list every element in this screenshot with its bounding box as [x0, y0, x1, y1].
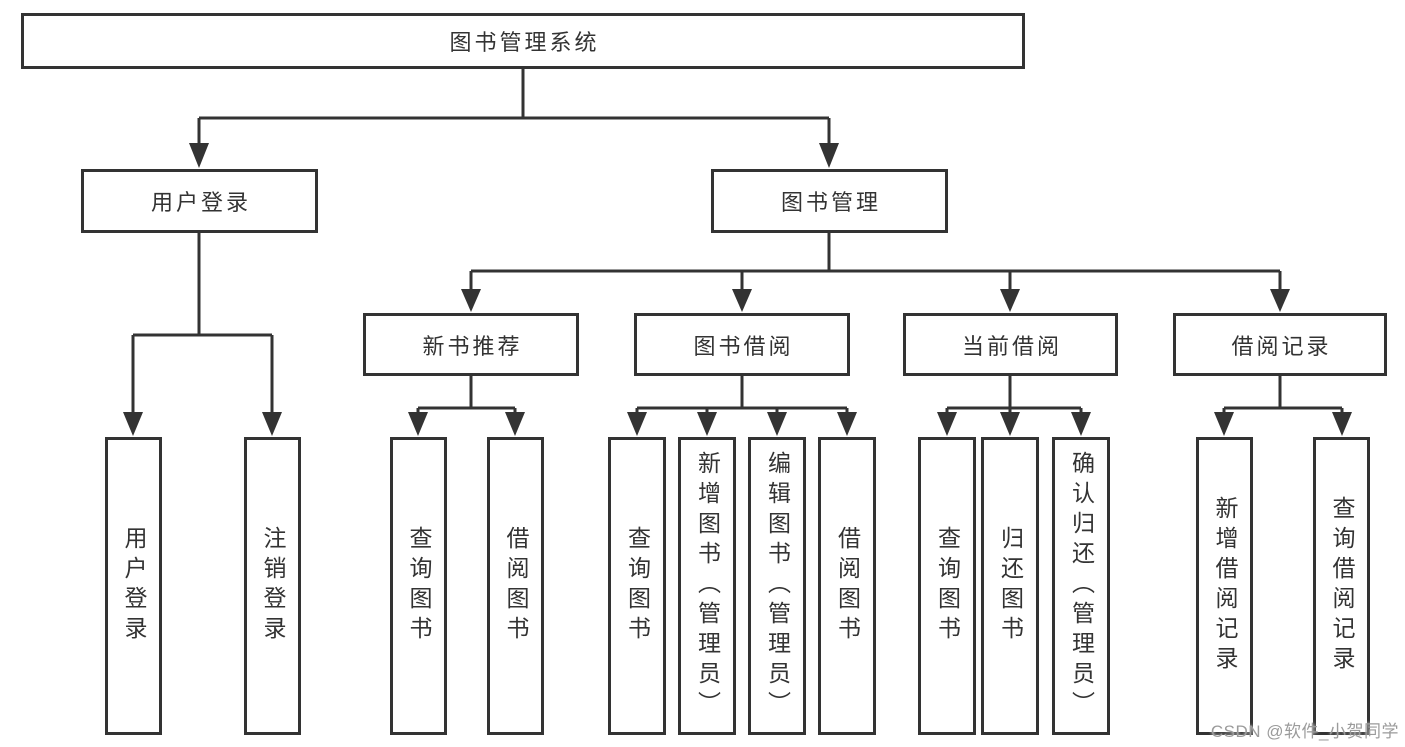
leaf-confirm-return-admin: 确认归还（管理员） [1052, 437, 1110, 735]
connector-new-book-children [408, 376, 525, 436]
leaf-borrow-books-borrow: 借阅图书 [818, 437, 876, 735]
connector-current-borrow-children [937, 376, 1091, 436]
connector-book-borrow-children [627, 376, 857, 436]
node-root: 图书管理系统 [21, 13, 1025, 69]
node-label: 注销登录 [260, 526, 286, 646]
leaf-add-borrow-record: 新增借阅记录 [1196, 437, 1253, 735]
node-user-login: 用户登录 [81, 169, 318, 233]
node-label: 归还图书 [997, 526, 1024, 646]
connector-book-mgmt-to-sections [461, 232, 1290, 312]
leaf-logout: 注销登录 [244, 437, 301, 735]
leaf-query-books-recommend: 查询图书 [390, 437, 447, 735]
leaf-query-books-current: 查询图书 [918, 437, 976, 735]
node-label: 确认归还（管理员） [1068, 451, 1095, 721]
leaf-user-login: 用户登录 [105, 437, 162, 735]
node-label: 图书管理 [780, 190, 881, 215]
node-label: 图书管理系统 [449, 30, 600, 55]
node-label: 查询图书 [934, 526, 961, 646]
leaf-query-borrow-record: 查询借阅记录 [1313, 437, 1370, 735]
node-new-book-recommend: 新书推荐 [363, 313, 579, 376]
node-label: 借阅图书 [503, 526, 529, 646]
node-book-borrow: 图书借阅 [634, 313, 850, 376]
leaf-borrow-books-recommend: 借阅图书 [487, 437, 544, 735]
node-label: 借阅图书 [834, 526, 861, 646]
node-label: 用户登录 [150, 190, 251, 215]
leaf-add-books-admin: 新增图书（管理员） [678, 437, 736, 735]
watermark-text: CSDN @软件_小贺同学 [1210, 722, 1399, 741]
node-label: 新增图书（管理员） [694, 451, 721, 721]
connector-root-to-level2 [189, 68, 839, 168]
node-label: 当前借阅 [961, 333, 1062, 359]
leaf-edit-books-admin: 编辑图书（管理员） [748, 437, 806, 735]
node-label: 查询图书 [624, 526, 651, 646]
connector-borrow-records-children [1214, 376, 1352, 436]
node-label: 查询借阅记录 [1329, 496, 1355, 676]
node-label: 新增借阅记录 [1212, 496, 1238, 676]
connector-user-login-children [123, 232, 282, 436]
node-label: 图书借阅 [693, 333, 794, 359]
node-borrow-records: 借阅记录 [1173, 313, 1387, 376]
node-label: 用户登录 [121, 526, 147, 646]
node-label: 查询图书 [406, 526, 432, 646]
node-current-borrow: 当前借阅 [903, 313, 1118, 376]
leaf-query-books-borrow: 查询图书 [608, 437, 666, 735]
node-book-management: 图书管理 [711, 169, 948, 233]
leaf-return-books: 归还图书 [981, 437, 1039, 735]
node-label: 借阅记录 [1231, 333, 1332, 359]
node-label: 编辑图书（管理员） [764, 451, 791, 721]
node-label: 新书推荐 [422, 333, 523, 359]
